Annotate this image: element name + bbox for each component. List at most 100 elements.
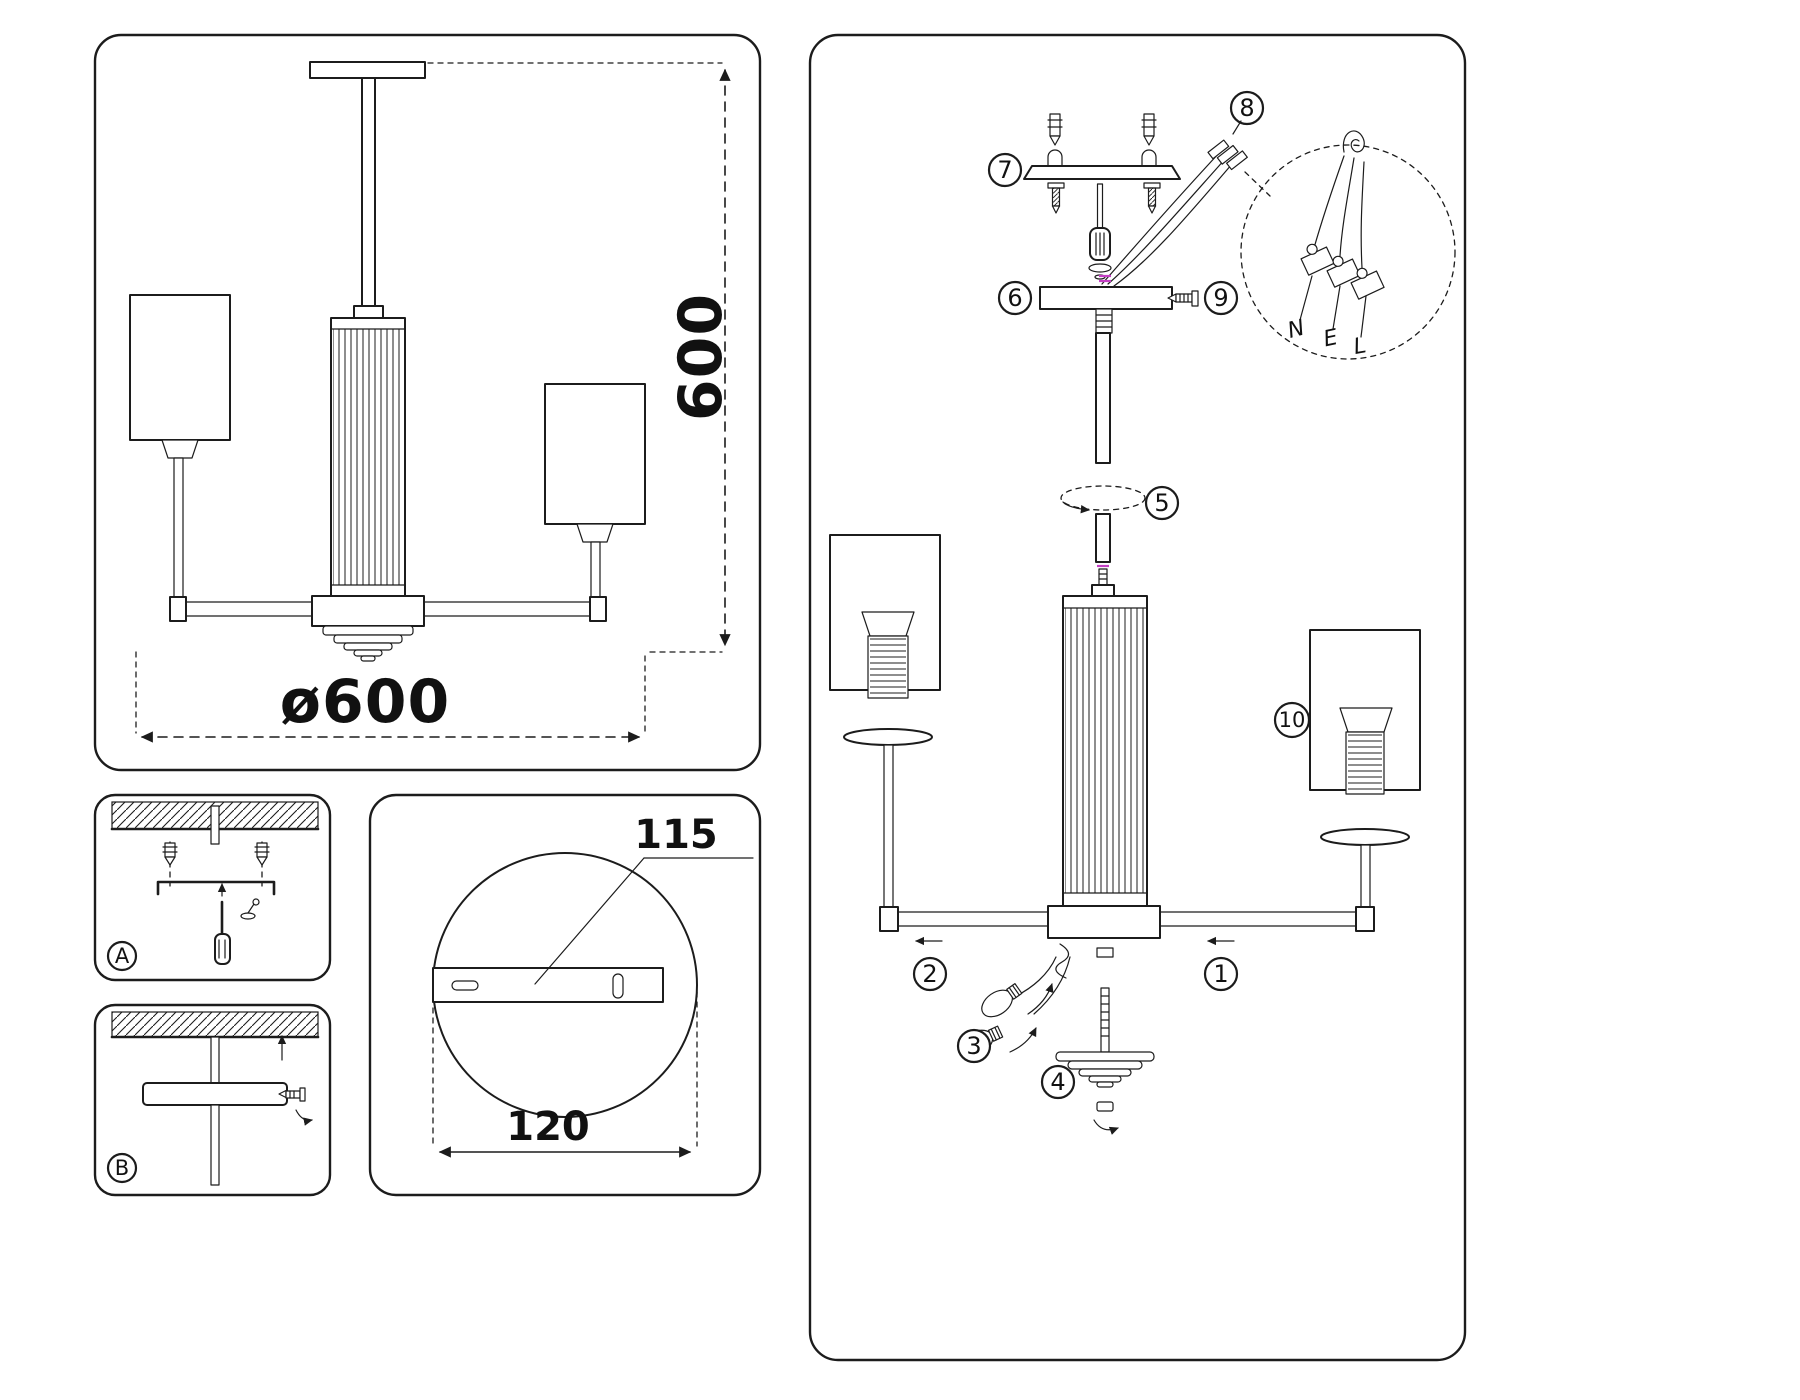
callout-3: 3 bbox=[956, 1028, 992, 1064]
left-stem bbox=[173, 457, 184, 607]
rod-collar bbox=[353, 305, 384, 319]
bracket-screw-icon bbox=[1143, 182, 1161, 214]
wire-label-earth: E bbox=[1321, 325, 1340, 352]
wall-anchor-icon bbox=[1141, 113, 1157, 146]
wire-loop bbox=[1342, 130, 1365, 153]
column-neck bbox=[1091, 584, 1115, 597]
terminal-block bbox=[1300, 243, 1335, 276]
supply-wires bbox=[1101, 139, 1248, 287]
hub-nipple bbox=[1096, 947, 1114, 958]
svg-text:6: 6 bbox=[1007, 284, 1022, 312]
central-column bbox=[1062, 595, 1148, 907]
callout-7: 7 bbox=[987, 152, 1023, 188]
right-stem bbox=[1360, 844, 1371, 910]
svg-text:4: 4 bbox=[1050, 1068, 1065, 1096]
callout-8: 8 bbox=[1229, 90, 1265, 135]
step-b-label: B bbox=[115, 1156, 129, 1180]
canopy-diameter-label: 120 bbox=[506, 1104, 590, 1150]
right-arm-endcap bbox=[589, 596, 607, 622]
side-screw-icon bbox=[278, 1087, 313, 1126]
bracket-length-dimension: 115 bbox=[534, 812, 754, 985]
callout-6: 6 bbox=[997, 280, 1033, 316]
detail-circle bbox=[1240, 144, 1456, 360]
step-a-label: A bbox=[115, 944, 130, 968]
right-arm bbox=[1159, 911, 1357, 927]
svg-text:9: 9 bbox=[1213, 284, 1228, 312]
height-dimension-label: 600 bbox=[666, 293, 736, 421]
wall-anchor-icon bbox=[1047, 113, 1063, 146]
step-a-panel-border bbox=[93, 793, 332, 982]
diameter-dimension: ø600 bbox=[135, 651, 646, 743]
rod-lower bbox=[1095, 513, 1111, 563]
callout-9: 9 bbox=[1203, 280, 1239, 316]
step-a-panel: A bbox=[93, 793, 332, 982]
bulb-icon bbox=[981, 983, 1023, 1018]
front-view-panel-border bbox=[93, 33, 762, 772]
callout-2: 2 bbox=[912, 956, 948, 992]
left-arm bbox=[185, 601, 313, 617]
exploded-view-panel: 7 8 bbox=[808, 33, 1467, 1362]
wire-connector bbox=[1207, 139, 1248, 171]
bracket-slot-vertical bbox=[612, 973, 624, 999]
wall-anchor-icon bbox=[254, 842, 270, 866]
rod-upper bbox=[1095, 332, 1111, 464]
height-dimension: 600 bbox=[427, 62, 736, 653]
ceiling-cap bbox=[309, 61, 426, 79]
hanging-rod bbox=[361, 77, 376, 309]
mounting-bracket-assembly bbox=[1023, 113, 1181, 214]
center-hub bbox=[311, 595, 425, 627]
ceiling-hatch-b bbox=[110, 1011, 320, 1039]
central-column bbox=[330, 317, 406, 597]
left-stem bbox=[883, 744, 894, 910]
svg-text:10: 10 bbox=[1279, 708, 1306, 732]
callout-5: 5 bbox=[1144, 485, 1180, 521]
diameter-dimension-label: ø600 bbox=[280, 667, 450, 737]
terminal-block bbox=[1350, 267, 1385, 300]
wire-label-neutral: N bbox=[1285, 316, 1307, 344]
left-lamp-assembly bbox=[829, 534, 941, 910]
left-arm-endcap bbox=[169, 596, 187, 622]
bracket-hook bbox=[1047, 149, 1063, 167]
exploded-panel-border bbox=[808, 33, 1467, 1362]
canopy-dimension-panel: 115 120 bbox=[368, 793, 762, 1197]
bottom-finial bbox=[322, 625, 414, 662]
wire-label-live: L bbox=[1352, 333, 1368, 360]
right-arm bbox=[423, 601, 591, 617]
mounting-bracket-profile bbox=[156, 880, 276, 896]
bracket-slot-horizontal bbox=[451, 980, 479, 991]
terminal-block bbox=[1326, 255, 1361, 288]
left-lamp-shade bbox=[129, 294, 231, 441]
right-lamp-shade bbox=[544, 383, 646, 525]
center-hub bbox=[1047, 905, 1161, 939]
svg-text:1: 1 bbox=[1213, 960, 1228, 988]
rod-threaded-tip bbox=[1098, 568, 1108, 586]
screwdriver-icon bbox=[214, 883, 231, 965]
svg-text:3: 3 bbox=[966, 1032, 981, 1060]
right-lamp-assembly bbox=[1309, 629, 1421, 910]
callout-1: 1 bbox=[1203, 956, 1239, 992]
canopy-diameter-dimension: 120 bbox=[432, 991, 698, 1158]
bracket-hook bbox=[1141, 149, 1157, 167]
threaded-nipple bbox=[1095, 308, 1113, 334]
pipe-stub bbox=[210, 805, 220, 845]
canopy-plate bbox=[142, 1082, 288, 1106]
svg-text:7: 7 bbox=[997, 156, 1012, 184]
step-a-badge: A bbox=[106, 940, 138, 972]
hub-wires bbox=[1015, 943, 1071, 1015]
rod-upper bbox=[210, 1036, 220, 1084]
side-screw-icon bbox=[1167, 290, 1199, 307]
mounting-bracket-bar bbox=[1023, 165, 1181, 180]
svg-text:2: 2 bbox=[922, 960, 937, 988]
screwdriver-icon bbox=[1088, 183, 1112, 280]
left-arm-endcap bbox=[879, 906, 899, 932]
left-socket-cup bbox=[861, 611, 915, 637]
right-socket-cup bbox=[576, 523, 614, 543]
right-socket-cup bbox=[1339, 707, 1393, 733]
terminal-detail: N E L bbox=[1240, 130, 1456, 360]
left-shade-ring bbox=[843, 728, 933, 746]
bulb-insert-arrow bbox=[1027, 983, 1054, 1015]
bulb-insert-arrow bbox=[1009, 1027, 1037, 1053]
canopy-panel-border bbox=[368, 793, 762, 1197]
rod-lower bbox=[210, 1104, 220, 1186]
